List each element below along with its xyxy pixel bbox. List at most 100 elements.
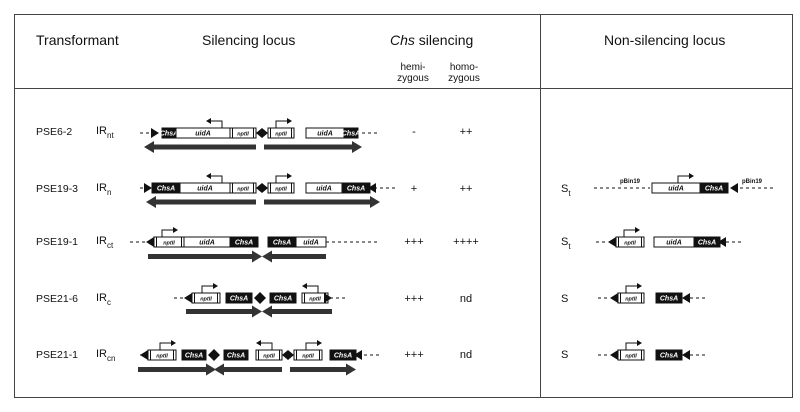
- gene-label: uidA: [195, 131, 211, 138]
- transcript-bar: [186, 309, 256, 314]
- row-hemizygous-value: +++: [404, 293, 424, 305]
- header-chs-gene: Chs: [390, 32, 415, 48]
- row-transformant-name: PSE6-2: [36, 126, 73, 138]
- promoter-arrow: [210, 175, 223, 183]
- gene-label: nptII: [625, 297, 637, 303]
- ns-label-sub: t: [568, 242, 571, 252]
- row-homozygous-value: ++: [459, 183, 473, 195]
- row-homozygous-value: ++: [459, 126, 473, 138]
- promoter-arrow: [210, 120, 223, 128]
- transcript-arrowhead: [370, 196, 380, 208]
- row-transformant-name: PSE21-1: [36, 349, 79, 361]
- row-homozygous-value: nd: [459, 349, 473, 361]
- promoter-arrow: [625, 342, 638, 350]
- row-transformant-name: PSE19-3: [36, 183, 79, 195]
- border-triangle: [368, 183, 376, 193]
- ir-label-main: IR: [96, 348, 107, 360]
- row-ir-label: IRcn: [96, 348, 116, 364]
- gene-label: ChsA: [347, 186, 365, 193]
- transcript-arrowhead: [252, 305, 262, 318]
- border-triangle: [354, 350, 362, 360]
- gene-label: nptII: [275, 187, 287, 193]
- gene-label: ChsA: [274, 296, 292, 303]
- header-transformant: Transformant: [36, 32, 119, 48]
- promoter-arrowhead: [173, 227, 178, 233]
- gene-label: nptII: [156, 354, 168, 360]
- transcript-arrowhead: [346, 363, 356, 376]
- promoter-arrowhead: [637, 283, 642, 289]
- gene-label: ChsA: [660, 296, 678, 303]
- gene-label: uidA: [317, 131, 333, 138]
- border-diamond: [254, 292, 266, 304]
- gene-label: ChsA: [185, 353, 203, 360]
- nptii-gene-box: [267, 127, 295, 139]
- promoter-arrow: [306, 285, 319, 293]
- ns-label-main: S: [561, 183, 569, 195]
- row-homozygous-value: nd: [459, 293, 473, 305]
- row-homozygous-value: ++++: [453, 236, 479, 248]
- gene-label: ChsA: [660, 353, 678, 360]
- transcript-arrowhead: [352, 141, 362, 153]
- transcript-bar: [222, 367, 282, 372]
- row-hemizygous-value: -: [412, 126, 416, 138]
- ir-label-sub: c: [107, 298, 111, 308]
- border-triangle: [718, 237, 726, 247]
- border-triangle: [184, 293, 192, 303]
- header-non-silencing-locus: Non-silencing locus: [604, 32, 726, 48]
- row-hemizygous-value: +++: [404, 236, 424, 248]
- promoter-arrowhead: [287, 173, 292, 179]
- gene-label: nptII: [275, 132, 287, 138]
- gene-label: uidA: [666, 240, 682, 247]
- nptii-gene-box: [293, 349, 323, 361]
- transcript-arrowhead: [262, 305, 272, 318]
- border-triangle: [610, 293, 618, 303]
- ir-label-sub: cn: [107, 354, 116, 364]
- header-homozygous: homo- zygous: [448, 62, 480, 84]
- nptii-gene-box: [617, 349, 645, 361]
- gene-label: nptII: [263, 354, 275, 360]
- gene-label: ChsA: [342, 131, 360, 138]
- border-triangle: [151, 128, 159, 138]
- promoter-arrowhead: [171, 340, 176, 346]
- header-chs-silencing: Chs silencing: [390, 33, 473, 47]
- transcript-bar: [152, 144, 256, 150]
- header-hemizygous: hemi- zygous: [397, 62, 429, 84]
- pbin19-label: pBin19: [620, 179, 641, 185]
- transcript-arrowhead: [146, 196, 156, 208]
- ir-label-main: IR: [96, 125, 107, 137]
- promoter-arrow: [201, 285, 214, 293]
- promoter-arrowhead: [287, 118, 292, 124]
- gene-label: uidA: [668, 186, 684, 193]
- gene-label: uidA: [303, 240, 319, 247]
- chsa-gene-box: [269, 292, 297, 304]
- row-transformant-name: PSE19-1: [36, 236, 79, 248]
- ir-label-main: IR: [96, 182, 107, 194]
- gene-label: ChsA: [230, 296, 248, 303]
- promoter-arrow: [159, 342, 172, 350]
- border-diamond: [208, 349, 220, 361]
- border-triangle: [324, 293, 332, 303]
- header-chs-suffix: silencing: [414, 32, 474, 48]
- border-triangle: [146, 237, 154, 247]
- promoter-arrowhead: [635, 227, 640, 233]
- transcript-arrowhead: [206, 363, 216, 376]
- border-triangle: [730, 183, 738, 193]
- border-triangle: [282, 350, 288, 360]
- pbin19-label: pBin19: [742, 179, 763, 185]
- figure-frame: [14, 14, 793, 398]
- border-triangle: [610, 350, 618, 360]
- promoter-arrowhead: [213, 283, 218, 289]
- nptii-gene-box: [191, 292, 221, 304]
- transcript-bar: [264, 144, 354, 150]
- row-ir-label: IRct: [96, 236, 113, 250]
- promoter-arrow: [677, 175, 690, 183]
- gene-label: nptII: [237, 187, 249, 193]
- ir-label-main: IR: [96, 292, 107, 304]
- transcript-bar: [154, 199, 256, 205]
- promoter-arrowhead: [689, 173, 694, 179]
- border-triangle: [682, 350, 690, 360]
- transcript-arrowhead: [144, 141, 154, 153]
- transcript-arrowhead: [262, 250, 272, 263]
- border-triangle: [140, 350, 148, 360]
- promoter-arrowhead: [302, 283, 307, 289]
